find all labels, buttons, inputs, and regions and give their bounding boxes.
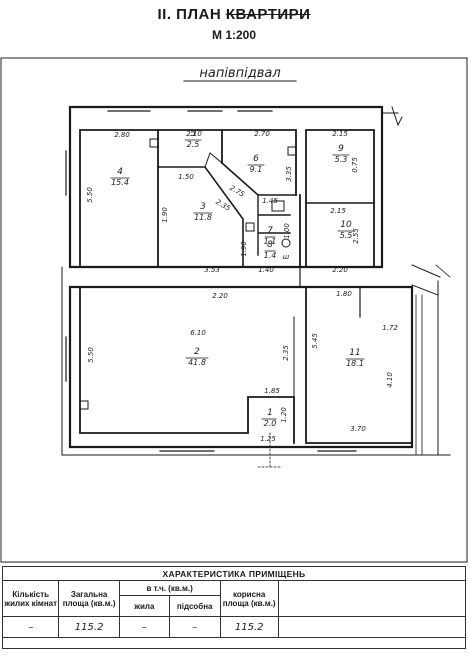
dimension-label: 3.53 bbox=[204, 266, 220, 274]
room-area: 18.1 bbox=[346, 359, 364, 368]
room-number: 1 bbox=[267, 408, 273, 418]
floor-plan-drawing: напівпідвал12.0241.8311.8415.452.569.171… bbox=[0, 57, 468, 563]
room-area: 5.5 bbox=[340, 231, 353, 240]
val-total-area: 115.2 bbox=[58, 616, 120, 638]
dimension-label: 2.55 bbox=[352, 228, 360, 244]
val-living-rooms-count: – bbox=[1, 616, 60, 638]
room-area: 1.1 bbox=[264, 237, 277, 246]
val-aux-area: – bbox=[168, 616, 221, 638]
room-area: 2.0 bbox=[264, 419, 277, 428]
dimension-label: 2.75 bbox=[228, 184, 246, 199]
val-useful-area: 115.2 bbox=[219, 616, 279, 638]
dimension-label: 5.50 bbox=[86, 187, 94, 203]
room-number: 8 bbox=[267, 240, 273, 250]
room-area: 2.5 bbox=[187, 140, 200, 149]
room-number: 10 bbox=[340, 220, 352, 230]
dimension-label: 5.45 bbox=[311, 333, 319, 349]
room-number: 7 bbox=[267, 226, 273, 236]
dimension-label: 1.40 bbox=[258, 266, 274, 274]
col-including: в т.ч. (кв.м.) bbox=[118, 580, 221, 596]
dimension-label: 2.10 bbox=[186, 130, 202, 138]
dimension-label: 2.15 bbox=[332, 130, 348, 138]
room-characteristics-table: ХАРАКТЕРИСТИКА ПРИМІЩЕНЬ Кількість жилих… bbox=[1, 566, 467, 649]
room-area: 11.8 bbox=[194, 213, 212, 222]
dimension-label: 3.35 bbox=[285, 166, 293, 182]
val-living-area: – bbox=[118, 616, 170, 638]
room-fraction-lines bbox=[110, 139, 365, 420]
dimension-label: 1.45 bbox=[262, 197, 278, 205]
room-number: 6 bbox=[253, 154, 259, 164]
plan-title-prefix: II. ПЛАН bbox=[157, 6, 222, 23]
dimension-label: 1.90 bbox=[240, 241, 248, 257]
dimension-label: 2.35 bbox=[282, 345, 290, 361]
plan-scale: М 1:200 bbox=[211, 28, 257, 42]
dimension-label: 6.10 bbox=[190, 329, 206, 337]
dimension-label: 2.20 bbox=[332, 266, 348, 274]
dimension-label: 1.90 bbox=[161, 207, 169, 223]
col-empty bbox=[277, 580, 467, 617]
dimension-label: 1.85 bbox=[264, 387, 280, 395]
room-number: 5 bbox=[190, 129, 196, 139]
dimension-label: 2.80 bbox=[114, 131, 130, 139]
dimension-label: 2.15 bbox=[330, 207, 346, 215]
col-aux-area: підсобна bbox=[168, 595, 221, 617]
val-empty bbox=[277, 616, 467, 638]
col-total-area: Загальна площа (кв.м.) bbox=[58, 580, 120, 617]
room-area: 1.4 bbox=[264, 251, 277, 260]
room-number: 4 bbox=[117, 167, 123, 177]
table-title: ХАРАКТЕРИСТИКА ПРИМІЩЕНЬ bbox=[2, 566, 466, 581]
room-number: 9 bbox=[338, 144, 344, 154]
table-footer-row bbox=[2, 637, 466, 649]
room-area: 5.3 bbox=[335, 155, 348, 164]
dimension-label: 1.72 bbox=[382, 324, 398, 332]
room-area: 9.1 bbox=[250, 165, 263, 174]
dimension-label: 1.50 bbox=[178, 173, 194, 181]
dimension-label: 2.70 bbox=[254, 130, 270, 138]
room-number: 3 bbox=[200, 202, 206, 212]
col-useful-area: корисна площа (кв.м.) bbox=[219, 580, 279, 617]
room-number: 2 bbox=[194, 347, 200, 357]
dimension-label: 0.75 bbox=[351, 157, 359, 173]
level-label: напівпідвал bbox=[199, 66, 280, 81]
dimension-label: 5.50 bbox=[87, 347, 95, 363]
plan-title: II. ПЛАН КВАРТИРИ bbox=[0, 6, 468, 23]
room-number: 11 bbox=[349, 348, 360, 358]
dimension-label: 3.70 bbox=[350, 425, 366, 433]
dimension-label: 4.10 bbox=[386, 372, 394, 388]
dimension-label: 1.80 bbox=[336, 290, 352, 298]
shower-label: ш bbox=[283, 253, 290, 261]
dimension-label: 1.25 bbox=[260, 435, 276, 443]
col-living-rooms-count: Кількість жилих кімнат bbox=[1, 580, 60, 617]
dimension-label: 1.00 bbox=[283, 223, 291, 239]
dimension-label: 2.20 bbox=[212, 292, 228, 300]
drawing-frame bbox=[0, 57, 468, 563]
dimension-label: 1.20 bbox=[280, 407, 288, 423]
col-living-area: жила bbox=[118, 595, 170, 617]
room-area: 15.4 bbox=[111, 178, 129, 187]
plan-title-struck: КВАРТИРИ bbox=[225, 6, 311, 23]
room-area: 41.8 bbox=[188, 358, 206, 367]
